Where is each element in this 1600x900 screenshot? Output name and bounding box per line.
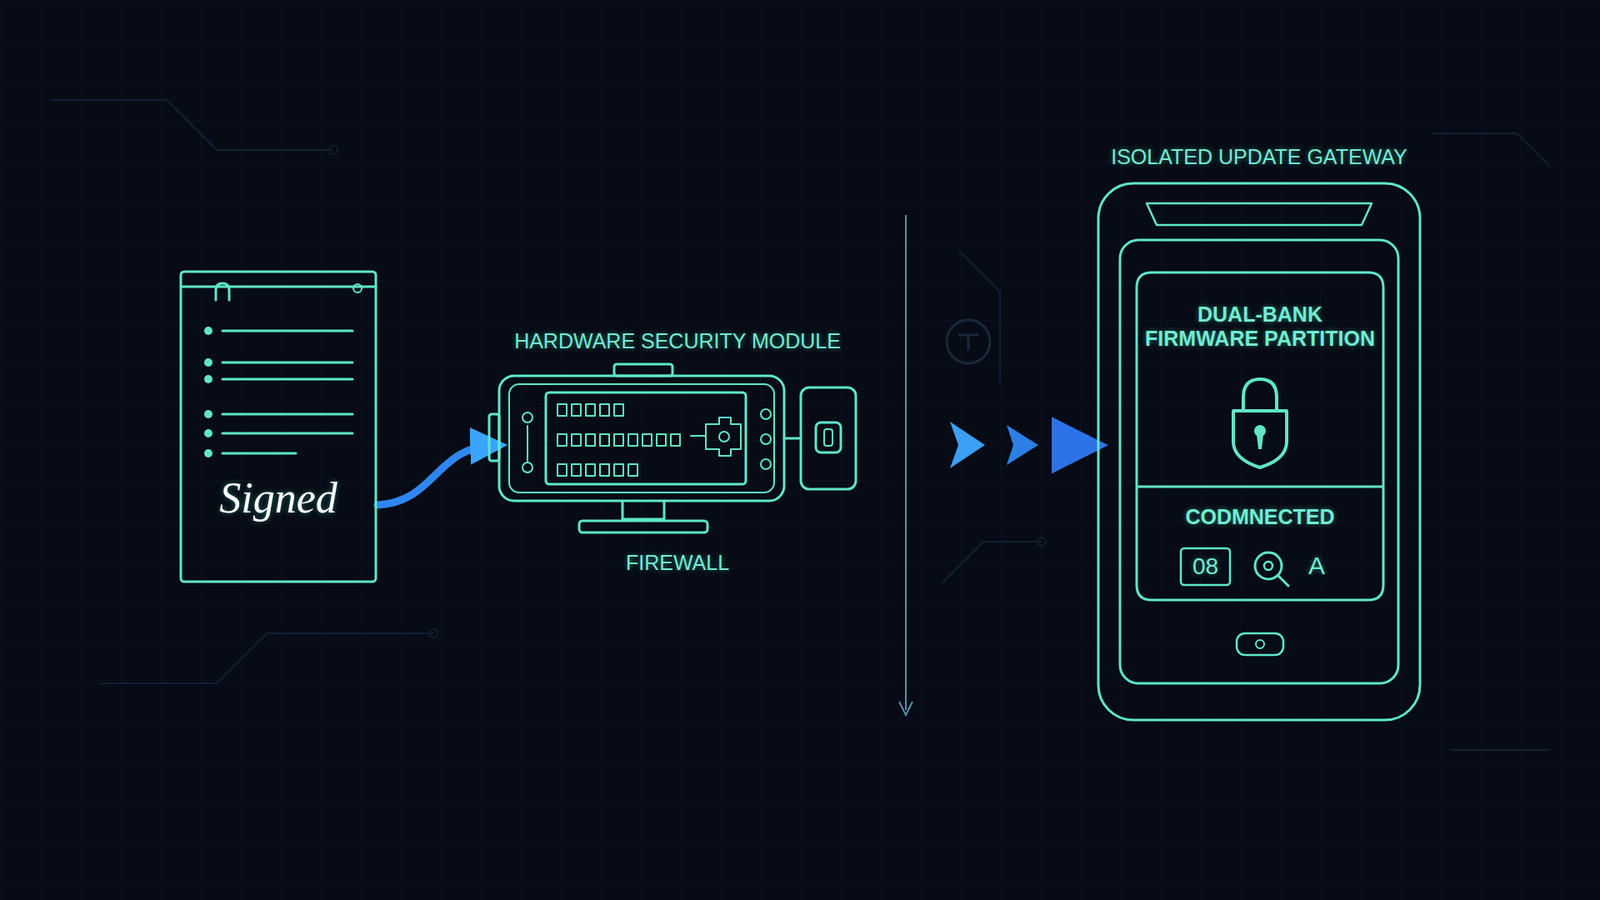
search-icon xyxy=(1278,575,1289,586)
gateway-device: ISOLATED UPDATE GATEWAYDUAL-BANK FIRMWAR… xyxy=(1096,181,1422,722)
icon-label: A xyxy=(1298,553,1335,579)
firmware-partition: DUAL-BANK FIRMWARE PARTITION xyxy=(1135,270,1385,485)
text-line xyxy=(222,413,353,416)
bullet-dot xyxy=(204,429,213,438)
node-caption: FIREWALL xyxy=(447,550,908,575)
chip-cell xyxy=(557,404,567,416)
status-text: CODMNECTED xyxy=(1141,505,1379,530)
chip-cell xyxy=(585,434,595,446)
document-clip xyxy=(215,283,230,300)
signed-document-outline xyxy=(179,270,378,584)
side-module xyxy=(800,387,856,490)
knob xyxy=(522,462,533,473)
signed-document: Signed xyxy=(179,270,378,584)
connection-status-outline xyxy=(1135,485,1385,602)
node-heading: HARDWARE SECURITY MODULE xyxy=(447,329,908,354)
chip-cell xyxy=(585,404,595,416)
chip-cell xyxy=(585,464,595,476)
key-symbol xyxy=(690,417,741,456)
chip-cell xyxy=(600,434,610,446)
hsm-device-outline xyxy=(497,374,858,536)
chip-cell xyxy=(600,464,610,476)
node-heading: ISOLATED UPDATE GATEWAY xyxy=(1063,145,1455,170)
top-knob xyxy=(614,364,673,376)
chip-cell xyxy=(557,434,567,446)
gateway-housing xyxy=(1098,183,1420,720)
chip-cell xyxy=(571,404,581,416)
knob xyxy=(522,412,533,423)
home-button xyxy=(1236,633,1284,655)
counter-icon-frame xyxy=(1180,548,1230,585)
knob-stem xyxy=(526,425,529,461)
link-line xyxy=(784,437,801,440)
chip-cell xyxy=(670,434,680,446)
home-button xyxy=(1255,640,1265,649)
update-flow-arrow xyxy=(857,436,1092,454)
chip-cell xyxy=(656,434,666,446)
text-line xyxy=(222,432,353,435)
gateway-screen xyxy=(1120,240,1399,684)
bullet-dot xyxy=(204,449,213,458)
stand-base xyxy=(579,520,708,533)
bullet-dot xyxy=(204,358,213,367)
knob xyxy=(760,459,771,470)
chip-cell xyxy=(628,464,638,476)
knob xyxy=(760,409,771,420)
hsm-screen xyxy=(545,392,746,485)
counter-label: 08 xyxy=(1180,555,1230,579)
side-module-window xyxy=(815,422,841,453)
document-hole xyxy=(353,284,362,293)
lock-shackle xyxy=(1243,379,1277,411)
signature-text: Signed xyxy=(190,473,366,523)
chip-cell xyxy=(614,434,624,446)
text-line xyxy=(222,378,353,381)
text-line xyxy=(222,330,353,333)
bullet-dot xyxy=(204,410,213,419)
document-header-line xyxy=(180,285,376,289)
chip-cell xyxy=(557,464,567,476)
stand-neck xyxy=(622,500,665,520)
status-panel xyxy=(1136,486,1384,600)
chip-cell xyxy=(614,404,624,416)
gateway-speaker xyxy=(1146,203,1372,225)
side-module-led xyxy=(824,429,833,446)
lock-body xyxy=(1233,410,1287,468)
gateway-device-outline xyxy=(1096,181,1422,722)
bullet-dot xyxy=(204,326,213,335)
text-line xyxy=(222,452,296,455)
connection-status: CODMNECTED 08 A xyxy=(1135,485,1385,602)
port-tab xyxy=(489,414,500,461)
hsm-body xyxy=(499,375,785,501)
search-icon xyxy=(1264,561,1273,570)
signing-arrow xyxy=(377,445,495,505)
hsm-bezel xyxy=(509,384,775,493)
document-outline xyxy=(180,271,376,582)
hsm-device: HARDWARE SECURITY MODULEFIREWALL xyxy=(497,374,858,536)
chip-cell xyxy=(614,464,624,476)
bullet-dot xyxy=(204,375,213,384)
partition-outline xyxy=(1136,272,1384,485)
chip-cell xyxy=(571,464,581,476)
partition-title: DUAL-BANK FIRMWARE PARTITION xyxy=(1141,302,1379,351)
chip-cell xyxy=(600,404,610,416)
key-symbol xyxy=(719,431,730,442)
knob xyxy=(760,434,771,445)
text-line xyxy=(222,361,353,365)
lock-keyhole xyxy=(1256,434,1264,450)
chip-cell xyxy=(628,434,638,446)
chip-cell xyxy=(642,434,652,446)
chip-cell xyxy=(571,434,581,446)
